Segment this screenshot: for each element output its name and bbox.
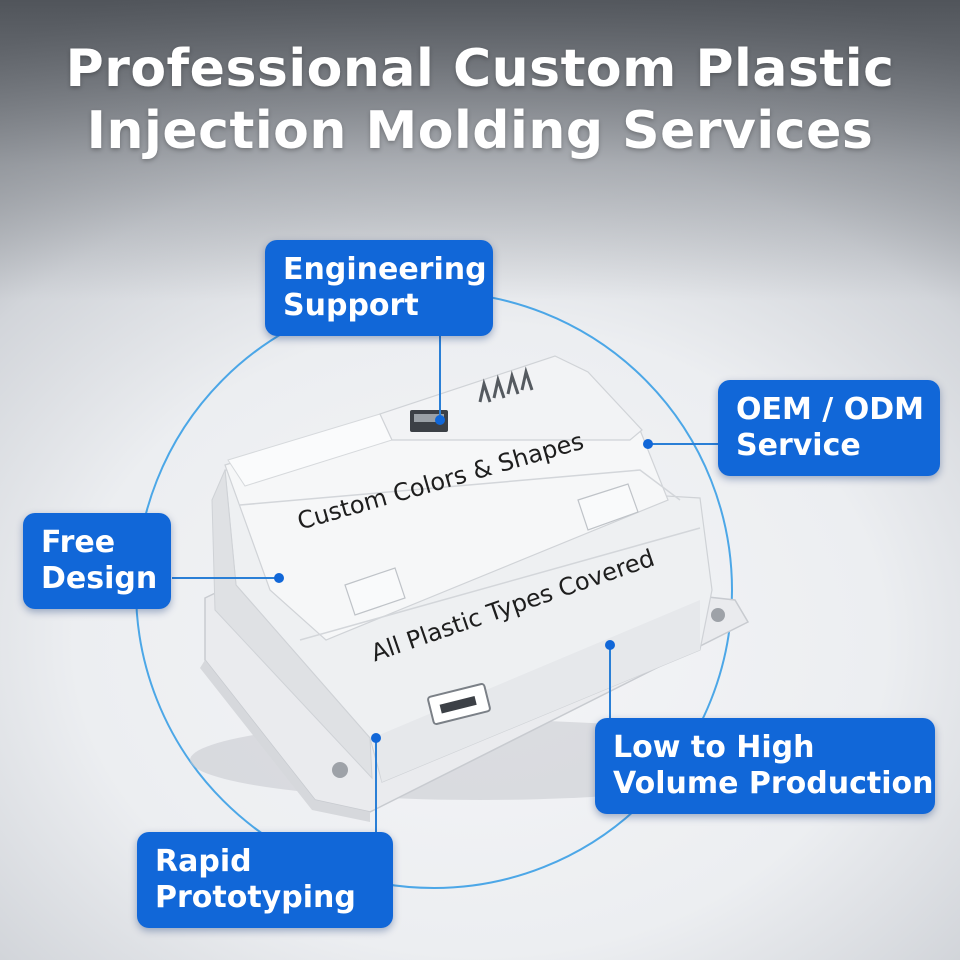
hinge bbox=[577, 483, 639, 531]
callout-engineering-support: Engineering Support bbox=[265, 240, 493, 336]
mounting-hole bbox=[711, 608, 725, 622]
connector-dot bbox=[435, 415, 445, 425]
page-title-line-2: Injection Molding Services bbox=[86, 101, 874, 161]
hinge bbox=[344, 567, 406, 616]
callout-free-design: Free Design bbox=[23, 513, 171, 609]
callout-oem-odm: OEM / ODM Service bbox=[718, 380, 940, 476]
mounting-hole bbox=[332, 762, 348, 778]
connector-dot bbox=[371, 733, 381, 743]
page-title: Professional Custom Plastic Injection Mo… bbox=[0, 38, 960, 162]
pin-header bbox=[478, 366, 534, 403]
connector-dot bbox=[274, 573, 284, 583]
callout-volume-production: Low to High Volume Production bbox=[595, 718, 935, 814]
callout-rapid-prototyping: Rapid Prototyping bbox=[137, 832, 393, 928]
page-title-line-1: Professional Custom Plastic bbox=[65, 39, 895, 99]
connector-dot bbox=[605, 640, 615, 650]
connector-dot bbox=[643, 439, 653, 449]
